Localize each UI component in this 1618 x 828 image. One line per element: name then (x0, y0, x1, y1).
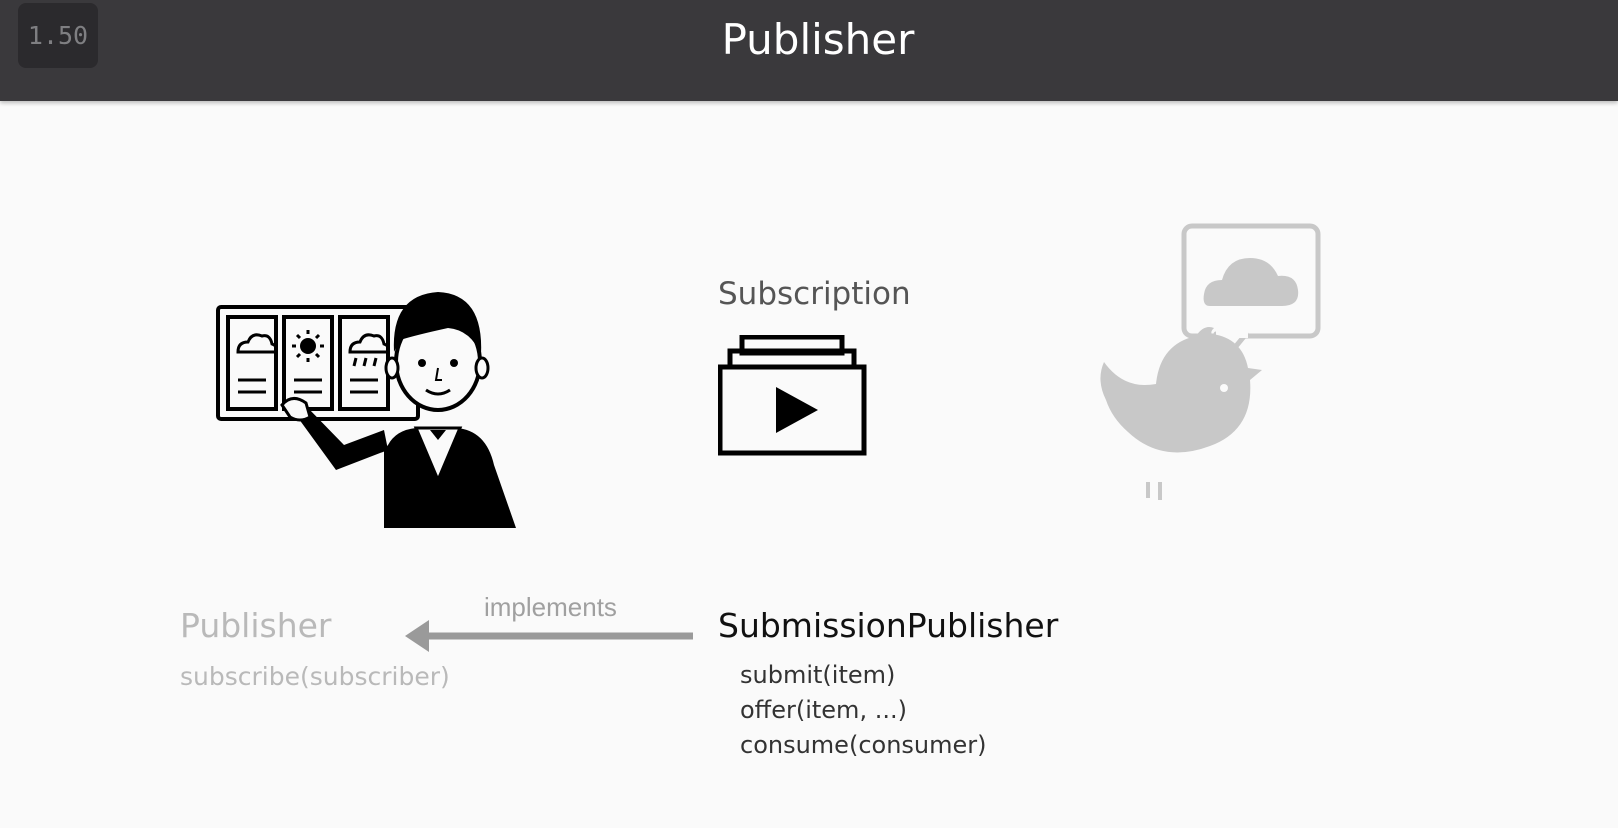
submission-publisher-methods: submit(item) offer(item, ...) consume(co… (740, 658, 987, 763)
page-title: Publisher (721, 15, 915, 64)
publisher-interface-method: subscribe(subscriber) (180, 662, 450, 691)
method-submit: submit(item) (740, 661, 896, 689)
subscription-label: Subscription (718, 276, 911, 312)
weather-presenter-icon (216, 292, 516, 528)
publisher-interface-name: Publisher (180, 606, 332, 645)
bird-with-cloud-speech-icon (1100, 223, 1321, 500)
header-bar: 1.50 Publisher (0, 0, 1618, 101)
implements-arrow (405, 620, 693, 652)
method-consume: consume(consumer) (740, 731, 987, 759)
implements-label: implements (484, 592, 617, 622)
submission-publisher-name: SubmissionPublisher (718, 606, 1059, 645)
method-offer: offer(item, ...) (740, 696, 907, 724)
video-stack-icon (718, 335, 867, 456)
zoom-level-badge[interactable]: 1.50 (18, 3, 98, 68)
